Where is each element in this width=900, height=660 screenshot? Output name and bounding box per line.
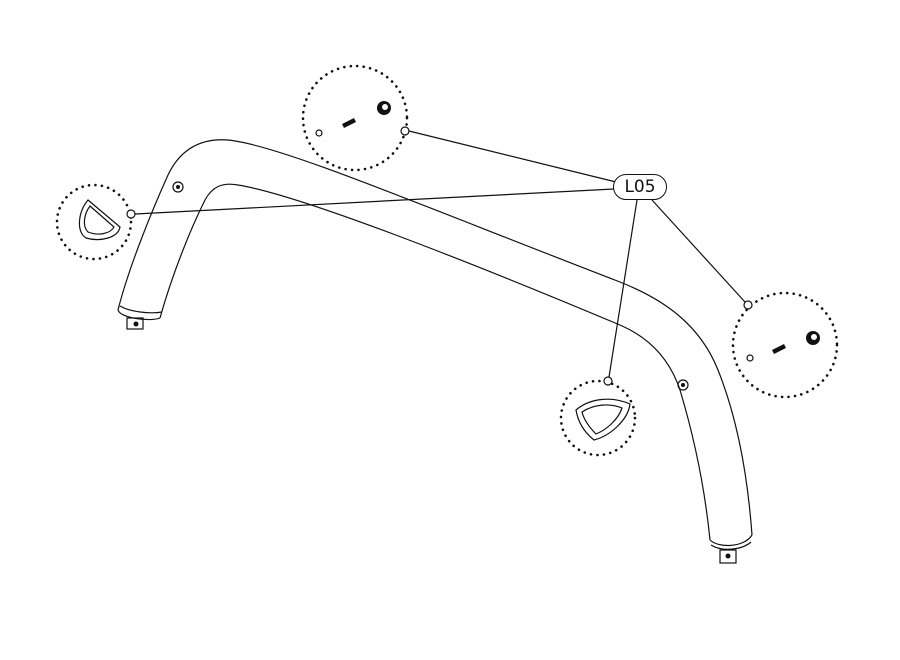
fender-flare-part xyxy=(117,139,753,564)
detail-callout-left xyxy=(55,183,136,261)
end-cap-icon xyxy=(575,398,631,441)
detail-callout-bottom xyxy=(559,376,637,457)
detail-callout-top xyxy=(301,64,410,172)
bolt-hole-right xyxy=(677,379,689,391)
detail-callout-right xyxy=(731,291,839,399)
bolt-icon xyxy=(342,118,356,128)
leader-lines xyxy=(134,130,746,378)
washer-icon xyxy=(315,129,323,137)
washer-icon xyxy=(746,354,754,362)
bolt-hole-left xyxy=(172,181,184,193)
end-cap-icon xyxy=(78,199,121,241)
bolt-icon xyxy=(772,344,786,354)
mounting-tab-left xyxy=(126,317,144,330)
mounting-tab-right xyxy=(719,549,737,564)
part-callout-label: L05 xyxy=(613,174,667,200)
